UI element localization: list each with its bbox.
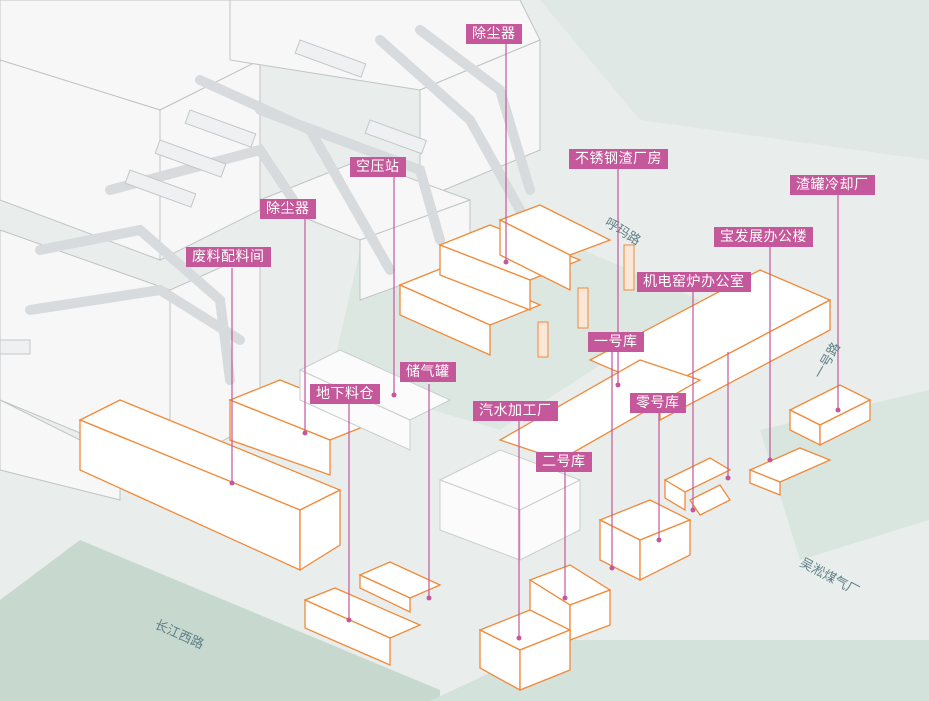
highlight-buildings: [78, 204, 872, 692]
green-zone-bottom: [0, 540, 440, 701]
label-warehouse-0: 零号库: [630, 393, 686, 413]
label-dust-collector-mid: 除尘器: [260, 199, 316, 219]
label-warehouse-1: 一号库: [588, 332, 644, 352]
roof-vents: [0, 39, 428, 355]
label-auto-workshop: 汽水加工厂: [473, 401, 558, 421]
label-dust-collector-top: 除尘器: [466, 24, 522, 44]
label-air-compressor: 空压站: [350, 157, 406, 177]
label-electromech-office: 机电窑炉办公室: [637, 272, 751, 292]
roof-ducts: [25, 25, 535, 385]
leader-dots: [229, 259, 841, 641]
leader-lines: [231, 44, 839, 638]
chimneys: [537, 244, 635, 358]
label-gas-tank: 储气罐: [400, 362, 456, 382]
label-underground-bin: 地下料仓: [310, 384, 380, 404]
label-baofa-office: 宝发展办公楼: [714, 227, 813, 247]
label-warehouse-2: 二号库: [536, 452, 592, 472]
label-waste-batching: 废料配料间: [186, 247, 271, 267]
green-zone-top: [540, 0, 929, 160]
label-stainless-slag-plant: 不锈钢渣厂房: [569, 149, 668, 169]
label-slag-tank-cooling: 渣罐冷却厂: [790, 175, 875, 195]
